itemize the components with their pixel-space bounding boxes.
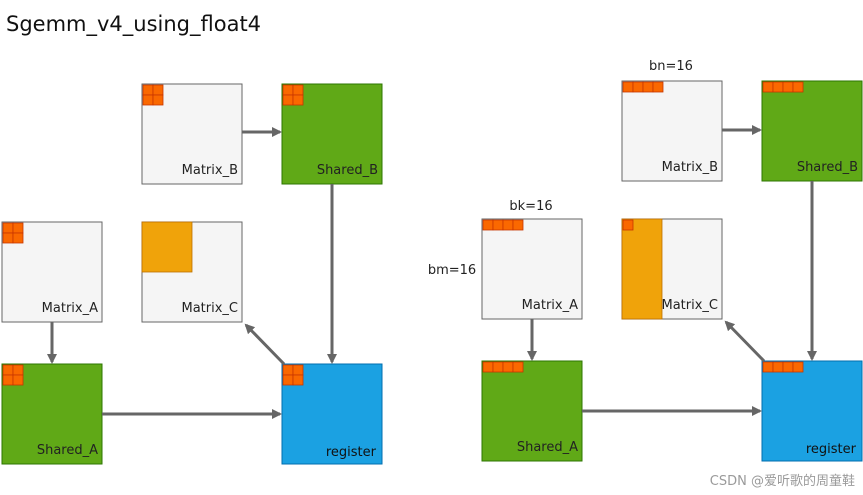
right-matrix-b-tile xyxy=(622,81,664,93)
right-arrow-register-to-matrixc xyxy=(724,320,766,363)
right-diagram: bn=16 bk=16 bm=16 Matrix_B Shared_B xyxy=(428,59,863,462)
left-matrix-c-block xyxy=(141,221,193,273)
left-matrix-c: Matrix_C xyxy=(141,221,243,323)
right-register-label: register xyxy=(806,442,857,457)
left-shared-b-tile xyxy=(282,84,304,106)
right-register: register xyxy=(761,360,863,462)
right-shared-a: Shared_A xyxy=(481,360,583,462)
left-register-label: register xyxy=(326,445,377,460)
right-matrix-c: Matrix_C xyxy=(621,218,723,320)
right-matrix-a-tile xyxy=(482,219,524,231)
right-matrix-b-label: Matrix_B xyxy=(662,160,718,175)
diagram-title: Sgemm_v4_using_float4 xyxy=(6,12,262,36)
left-shared-a-label: Shared_A xyxy=(37,443,98,458)
left-shared-a-tile xyxy=(2,364,24,386)
left-register: register xyxy=(281,363,383,465)
right-matrix-c-label: Matrix_C xyxy=(661,298,718,313)
watermark-text: CSDN @爱听歌的周童鞋 xyxy=(709,474,855,489)
left-matrix-a: Matrix_A xyxy=(1,221,103,323)
left-matrix-b: Matrix_B xyxy=(141,83,243,185)
left-arrow-register-to-matrixc xyxy=(244,323,286,366)
right-shared-b-label: Shared_B xyxy=(797,160,858,175)
right-matrix-c-tile xyxy=(622,219,634,231)
right-matrix-a-label: Matrix_A xyxy=(522,298,578,313)
left-matrix-a-label: Matrix_A xyxy=(42,301,98,316)
left-matrix-b-tile xyxy=(142,84,164,106)
left-matrix-a-tile xyxy=(2,222,24,244)
right-shared-b-tile xyxy=(762,81,804,93)
right-register-tile xyxy=(762,361,804,373)
right-bm-label: bm=16 xyxy=(428,263,476,278)
right-shared-a-label: Shared_A xyxy=(517,440,578,455)
right-shared-b: Shared_B xyxy=(761,80,863,182)
right-matrix-b: Matrix_B xyxy=(621,80,723,182)
left-shared-b-label: Shared_B xyxy=(317,163,378,178)
left-shared-b: Shared_B xyxy=(281,83,383,185)
left-register-tile xyxy=(282,364,304,386)
right-bk-label: bk=16 xyxy=(509,199,552,214)
right-matrix-a: Matrix_A xyxy=(481,218,583,320)
left-shared-a: Shared_A xyxy=(1,363,103,465)
left-diagram: Matrix_B Shared_B Matrix_A xyxy=(1,83,383,465)
left-matrix-b-label: Matrix_B xyxy=(182,163,238,178)
left-matrix-c-label: Matrix_C xyxy=(181,301,238,316)
right-shared-a-tile xyxy=(482,361,524,373)
right-bn-label: bn=16 xyxy=(649,59,693,74)
right-matrix-c-block xyxy=(621,218,663,320)
